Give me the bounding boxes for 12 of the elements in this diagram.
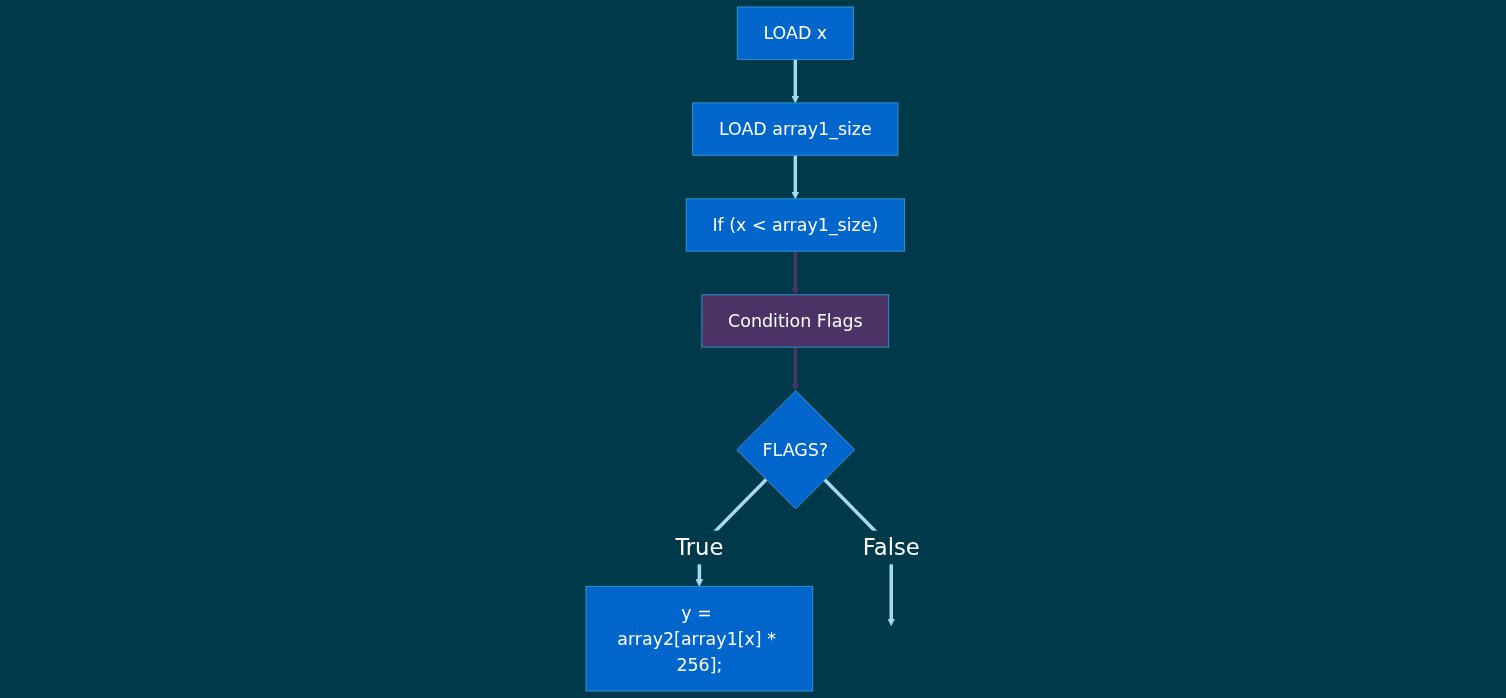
arrow <box>791 347 800 392</box>
node-box: LOAD x <box>736 6 854 60</box>
node-box: Condition Flags <box>701 294 890 348</box>
node-box: If (x < array1_size) <box>685 198 905 252</box>
arrow <box>791 251 800 296</box>
node-diamond: FLAGS? <box>736 390 856 510</box>
node-box: y = array2[array1[x] * 256]; <box>585 585 814 692</box>
arrow <box>791 155 800 200</box>
arrow <box>791 59 800 104</box>
node-box: LOAD array1_size <box>692 102 899 156</box>
edge-label: False <box>862 534 920 561</box>
edge-label: True <box>675 534 724 561</box>
